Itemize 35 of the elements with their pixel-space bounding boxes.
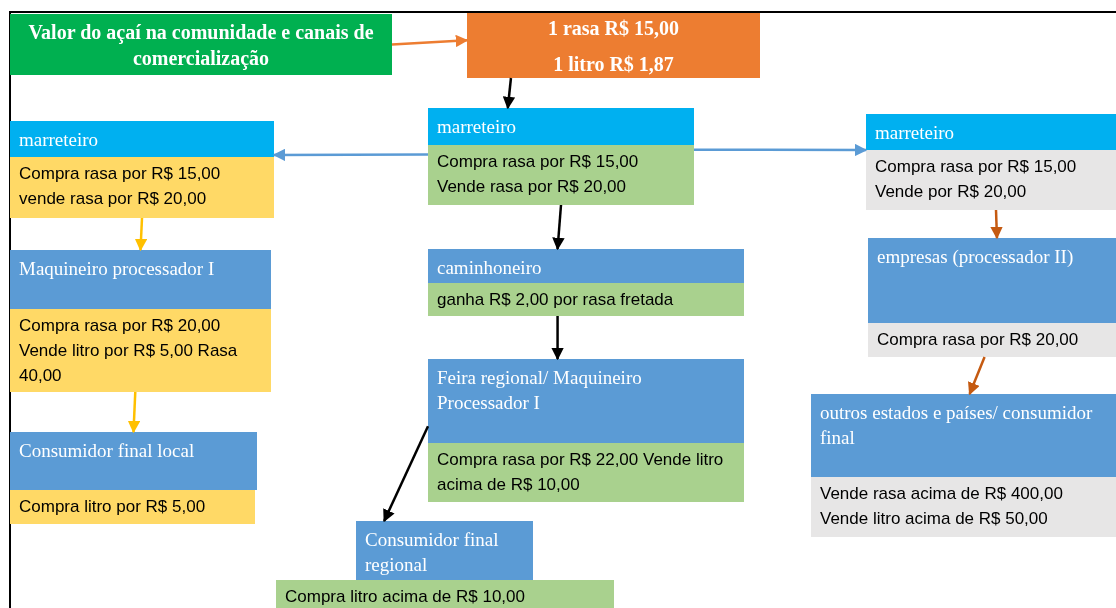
arrow (383, 425, 430, 523)
box-body: Compra rasa por R$ 15,00 vende rasa por R$ 20,00 (10, 157, 274, 218)
arrow (551, 316, 564, 361)
box-body: Vende rasa acima de R$ 400,00 Vende litro acima de R$ 50,00 (811, 477, 1116, 537)
arrow (272, 148, 428, 162)
box-body: ganha R$ 2,00 por rasa fretada (428, 283, 744, 316)
box-body: Compra rasa por R$ 20,00 Vende litro por R$ 5,00 Rasa 40,00 (10, 309, 271, 392)
arrow (552, 204, 565, 251)
box-header: marreteiro (428, 108, 694, 145)
arrow (134, 217, 148, 252)
price-text: 1 litro R$ 1,87 (553, 51, 674, 77)
box-body: Compra rasa por R$ 15,00 Vende por R$ 20,00 (866, 150, 1116, 210)
box-header: Consumidor final regional (356, 521, 533, 580)
box-body: Compra rasa por R$ 15,00 Vende rasa por R$ 20,00 (428, 145, 694, 205)
price-text: 1 rasa R$ 15,00 (547, 15, 680, 41)
arrow (127, 391, 141, 434)
box-body: Compra rasa por R$ 20,00 (868, 323, 1116, 357)
arrow (990, 209, 1003, 240)
box-body: Compra litro acima de R$ 10,00 (276, 580, 614, 608)
box-header: Feira regional/ Maquineiro Processador I (428, 359, 744, 443)
arrow (391, 34, 469, 48)
box-body: Compra rasa por R$ 22,00 Vende litro acima de R$ 10,00 (428, 443, 744, 502)
box-header: empresas (processador II) (868, 238, 1116, 323)
box-header: outros estados e países/ consumidor final (811, 394, 1116, 477)
arrow (968, 356, 986, 396)
box-header: marreteiro (866, 114, 1116, 150)
box-header: Maquineiro processador I (10, 250, 271, 309)
box-header: marreteiro (10, 121, 274, 157)
box-body: Compra litro por R$ 5,00 (10, 490, 255, 524)
price-box (467, 13, 760, 78)
title-box: Valor do açaí na comunidade e canais de comercialização (10, 14, 392, 75)
arrow (502, 77, 516, 110)
box-header: Consumidor final local (10, 432, 257, 490)
arrow (694, 143, 868, 157)
box-header: caminhoneiro (428, 249, 744, 283)
